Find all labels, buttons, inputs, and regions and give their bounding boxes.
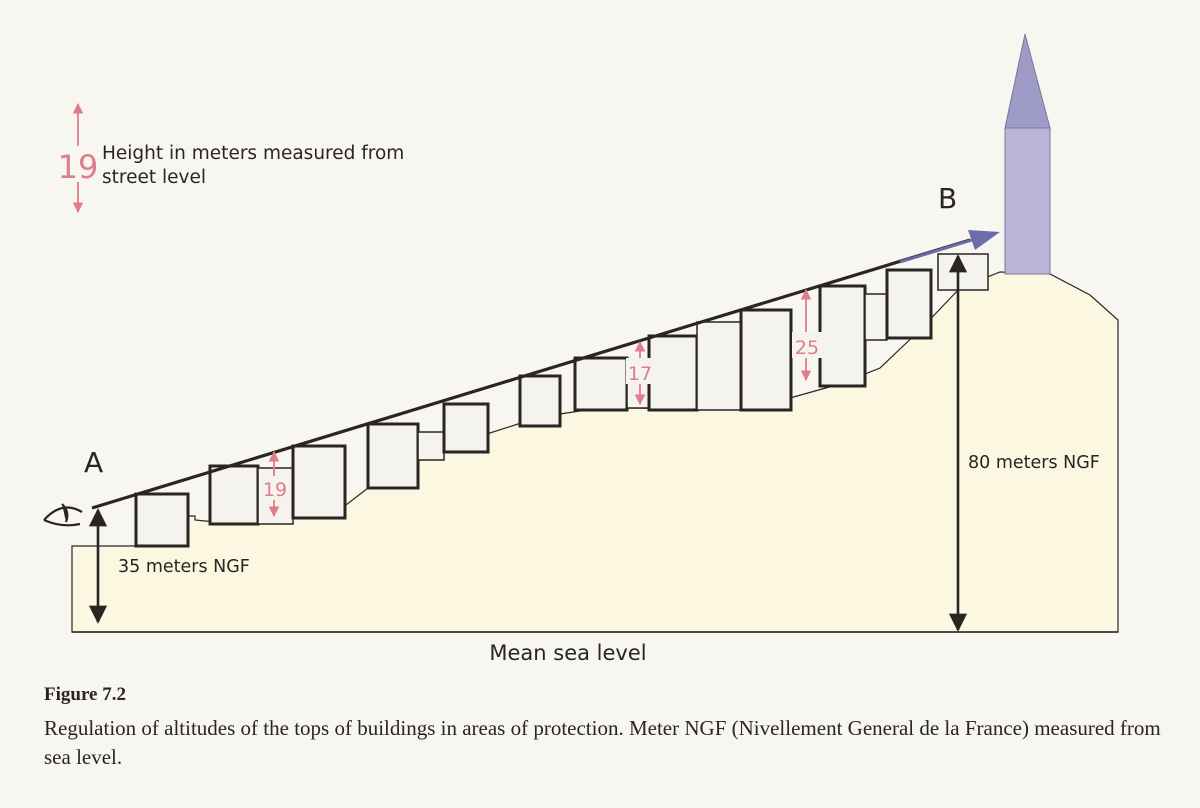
- building: [291, 444, 347, 520]
- right-altitude-label: 80 meters NGF: [968, 453, 1100, 473]
- building-height-label: 25: [795, 337, 819, 359]
- building: [696, 321, 742, 411]
- building: [366, 422, 420, 490]
- sea-level-label: Mean sea level: [489, 641, 646, 665]
- building: [739, 308, 793, 412]
- point-b-label: B: [938, 182, 957, 215]
- building-height-label: 17: [628, 363, 652, 385]
- building: [818, 284, 867, 388]
- sight-line-tip: [899, 234, 986, 264]
- sight-line: [91, 238, 971, 510]
- legend-number: 19: [58, 148, 99, 186]
- figure-caption: Figure 7.2 Regulation of altitudes of th…: [44, 684, 1164, 772]
- legend-description: Height in meters measured from street le…: [102, 143, 405, 188]
- building-height-label: 19: [263, 479, 287, 501]
- sight-arrow-head: [968, 230, 1000, 250]
- building: [134, 492, 190, 548]
- building: [885, 268, 933, 340]
- point-a-label: A: [84, 446, 103, 479]
- left-altitude-label: 35 meters NGF: [118, 557, 250, 577]
- caption-title: Figure 7.2: [44, 684, 126, 705]
- church-spire: [1004, 33, 1051, 275]
- building: [208, 464, 260, 526]
- building: [442, 402, 490, 454]
- building: [573, 356, 629, 412]
- building: [647, 334, 699, 412]
- building: [417, 431, 445, 461]
- terrain: [71, 271, 1119, 633]
- eye-icon: [43, 503, 83, 527]
- building: [518, 374, 562, 428]
- building: [864, 293, 888, 341]
- building: [937, 253, 989, 291]
- caption-text: Regulation of altitudes of the tops of b…: [44, 716, 1161, 769]
